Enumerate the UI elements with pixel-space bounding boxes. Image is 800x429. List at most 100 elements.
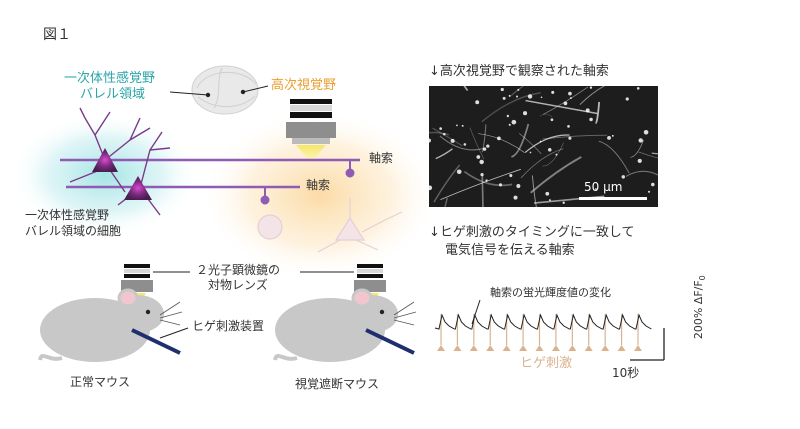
axon-bouton-dot xyxy=(548,199,551,202)
fluorescence-trace xyxy=(434,313,652,351)
axon-bouton-dot xyxy=(651,182,655,187)
barrel-neurons xyxy=(69,107,171,216)
whisker-device-label: ヒゲ刺激装置 xyxy=(192,319,265,333)
axon-fiber xyxy=(651,152,658,155)
axon-bouton-dot xyxy=(475,100,480,105)
axon-fiber xyxy=(524,134,570,154)
axon-bouton-dot xyxy=(515,95,519,98)
axon-bouton-dot xyxy=(555,153,558,156)
axon-fiber xyxy=(542,142,564,167)
stimulus-arrow xyxy=(617,345,626,351)
micrograph-fibers xyxy=(429,86,658,207)
trace-line xyxy=(434,313,652,330)
axon-bouton-dot xyxy=(482,147,487,151)
axon-bouton-dot xyxy=(486,144,490,148)
stimulus-arrow xyxy=(502,345,511,351)
axon-bouton-dot xyxy=(508,94,511,97)
axon-fiber xyxy=(594,101,601,125)
stimulus-arrow xyxy=(453,345,462,351)
axon-lower-label: 軸索 xyxy=(306,178,331,192)
axon-fiber xyxy=(435,148,453,160)
axon-bouton-dot xyxy=(545,191,550,196)
axon-bouton-dot xyxy=(513,195,518,200)
axon-bouton-dot xyxy=(636,87,640,90)
axon-boutons xyxy=(260,160,355,205)
amplitude-scale-sub: 0 xyxy=(698,275,707,281)
barrel-label-line1: 一次体性感覚野 xyxy=(64,71,156,86)
axon-fiber xyxy=(478,133,525,153)
amplitude-scale-label: 200% ΔF/F0 xyxy=(691,267,707,347)
axon-fiber xyxy=(539,113,553,118)
pointer-line xyxy=(169,91,209,96)
axon-bouton-dot xyxy=(456,169,462,175)
axon-bouton-dot xyxy=(569,97,572,99)
axon-bouton-dot xyxy=(567,125,570,128)
axon-bouton-dot xyxy=(568,136,572,140)
axon-bouton-dot xyxy=(589,117,593,122)
trace-caption-line2: 電気信号を伝える軸索 xyxy=(445,243,575,258)
axon-fiber xyxy=(625,170,658,177)
axon-fiber xyxy=(518,133,542,155)
visual-glow xyxy=(200,110,440,280)
visual-neurons xyxy=(257,198,403,253)
normal-mouse xyxy=(38,288,183,362)
device-pointer xyxy=(159,327,189,339)
axon-fiber xyxy=(520,148,564,179)
axon-bouton-dot xyxy=(643,129,649,135)
stimulus-arrow xyxy=(634,345,642,351)
axon-fiber xyxy=(481,175,484,207)
axon-bouton-dot xyxy=(500,87,504,92)
micrograph-scale-label: 50 μm xyxy=(584,180,623,194)
axon-bouton-dot xyxy=(529,151,532,154)
axon-bouton-dot xyxy=(625,97,629,101)
barrel-cell-label-line1: 一次体性感覚野 xyxy=(25,208,110,222)
axon-fiber xyxy=(481,124,487,153)
axon-bouton-dot xyxy=(516,183,521,188)
figure-label: 図１ xyxy=(43,27,71,43)
axon-bouton-dot xyxy=(540,96,543,99)
axon-bouton-dot xyxy=(585,108,590,113)
axon-bouton-dot xyxy=(502,96,506,100)
axon-fiber xyxy=(429,131,450,136)
stimulus-arrow xyxy=(568,345,577,351)
axon-fiber xyxy=(579,86,606,106)
axon-bouton-dot xyxy=(647,190,651,193)
micrograph-scale-bar xyxy=(579,197,647,200)
axon-fiber xyxy=(531,175,537,207)
axon-bouton-dot xyxy=(562,201,565,204)
axon-fiber xyxy=(533,195,605,204)
trace-label: 軸索の蛍光輝度値の変化 xyxy=(490,286,611,299)
brain-icon xyxy=(191,65,259,115)
axon-bouton-dot xyxy=(506,114,510,118)
deprived-mouse xyxy=(273,288,417,362)
time-scale-label: 10秒 xyxy=(612,366,640,380)
normal-mouse-label: 正常マウス xyxy=(70,375,131,389)
axon-bouton-dot xyxy=(551,90,555,94)
axon-fiber xyxy=(525,99,598,115)
axon-bouton-dot xyxy=(527,94,533,99)
axon-fiber xyxy=(598,140,630,174)
axon-bouton-dot xyxy=(563,101,568,106)
axon-fiber xyxy=(481,92,541,123)
barrel-neuron-2 xyxy=(124,176,152,200)
axon-bouton-dot xyxy=(429,138,431,143)
axon-bouton-dot xyxy=(509,173,513,178)
axon-bouton-dot xyxy=(547,148,552,152)
axon-bouton-dot xyxy=(476,155,481,159)
stimulus-arrow xyxy=(519,345,528,351)
amplitude-scale-main: 200% ΔF/F xyxy=(691,280,705,340)
higher-visual-label: 高次視覚野 xyxy=(271,78,337,93)
axon-bouton-dot xyxy=(511,119,517,125)
axon-fiber xyxy=(463,86,469,92)
axon-bouton-dot xyxy=(479,159,484,165)
axon-bouton-dot xyxy=(439,127,443,130)
axon-fiber xyxy=(433,164,461,203)
axon-bouton-dot xyxy=(463,143,467,146)
axon-fiber xyxy=(630,139,644,158)
axon-bouton-dot xyxy=(450,138,455,143)
axon-fiber xyxy=(469,127,485,160)
axon-bouton-dot xyxy=(638,138,643,143)
axon-bouton-dot xyxy=(461,124,464,127)
axon-fiber xyxy=(511,123,530,158)
